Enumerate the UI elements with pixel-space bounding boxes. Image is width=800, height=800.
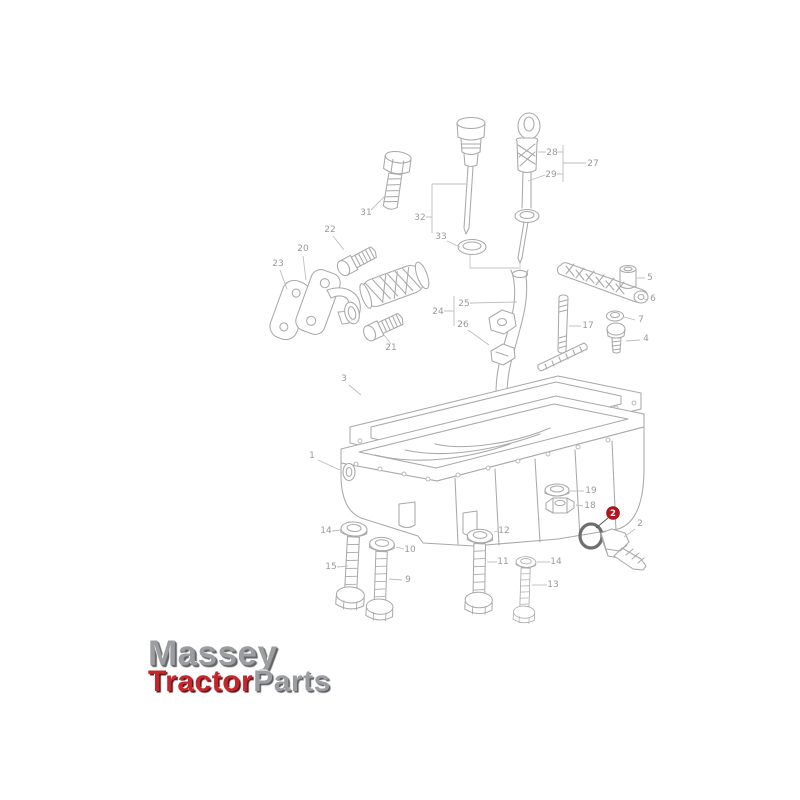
part-number-label: 4 xyxy=(643,334,649,344)
exhaust-elbow-drawing xyxy=(295,269,361,335)
logo-word-massey: Massey xyxy=(148,634,278,673)
oring-33-drawing xyxy=(457,238,487,256)
part-number-label: 22 xyxy=(324,225,335,235)
part-number-label: 27 xyxy=(587,159,598,169)
dipstick-left-drawing xyxy=(456,116,486,235)
flange-bolt-13-drawing xyxy=(512,555,539,625)
strap-drawing xyxy=(556,262,649,304)
leader-line xyxy=(331,529,342,532)
part-number-label: 23 xyxy=(272,259,283,269)
part-number-label: 17 xyxy=(582,321,593,331)
part-number-label: 18 xyxy=(584,501,596,511)
elbow-gasket-drawing xyxy=(269,279,311,341)
part-number-label: 14 xyxy=(320,526,332,536)
part-number-label: 1 xyxy=(309,451,315,461)
part-number-label: 29 xyxy=(545,170,557,180)
logo-word-tractor: Tractor xyxy=(148,665,254,698)
part-number-label: 15 xyxy=(325,562,336,572)
stud-17-drawing xyxy=(557,294,569,354)
leader-line xyxy=(370,196,385,211)
leader-line xyxy=(388,578,403,581)
bolt-21-drawing xyxy=(363,312,404,342)
part-number-label: 26 xyxy=(457,320,469,330)
highlighted-part-badge xyxy=(606,506,620,520)
bolt-4-drawing xyxy=(606,322,626,354)
part-number-label: 14 xyxy=(550,557,562,567)
part-number-label: 19 xyxy=(585,486,597,496)
leader-line xyxy=(575,504,584,507)
leader-line xyxy=(348,384,362,396)
leader-line xyxy=(383,334,392,345)
part-number-label: 25 xyxy=(458,299,469,309)
washer-19-drawing xyxy=(544,483,570,497)
part-number-label: 13 xyxy=(547,580,558,590)
oil-pan-drawing xyxy=(340,395,645,547)
leader-line xyxy=(332,235,345,251)
logo-word-tractorparts: TractorParts xyxy=(148,667,331,697)
tube-bracket-drawing xyxy=(488,309,517,335)
part-number-label: 31 xyxy=(360,208,371,218)
part-number-label: 12 xyxy=(498,526,509,536)
part-number-label: 21 xyxy=(385,343,396,353)
leader-line xyxy=(625,339,641,342)
leader-line xyxy=(395,546,405,550)
leader-line xyxy=(467,329,490,346)
part-number-label: 10 xyxy=(404,545,416,555)
washer-7-drawing xyxy=(605,310,625,322)
part-number-label: 7 xyxy=(638,315,644,325)
stud-8-drawing xyxy=(537,342,588,372)
part-number-label: 11 xyxy=(497,557,508,567)
part-number-label: 5 xyxy=(647,273,653,283)
leader-line xyxy=(317,459,341,471)
drain-plug-drawing xyxy=(600,528,647,571)
part-number-label: 33 xyxy=(435,232,446,242)
leader-line xyxy=(493,530,499,533)
logo-word-parts: Parts xyxy=(253,665,331,698)
leader-line xyxy=(527,174,546,182)
leader-line xyxy=(623,316,636,321)
leader-line xyxy=(279,269,288,290)
flange-bolt-15-drawing xyxy=(334,520,370,612)
hex-bolt-31-drawing xyxy=(382,150,412,210)
leader-line xyxy=(446,240,461,248)
part-number-label: 20 xyxy=(297,244,309,254)
part-number-label: 32 xyxy=(414,213,425,223)
leader-line xyxy=(302,255,307,281)
part-number-label: 24 xyxy=(432,307,444,317)
part-number-label: 9 xyxy=(405,575,411,585)
highlighted-part-number: 2 xyxy=(610,509,616,519)
leader-line xyxy=(643,298,649,301)
part-number-label: 3 xyxy=(341,374,347,384)
spacer-5-drawing xyxy=(619,264,637,290)
leader-line xyxy=(623,528,636,538)
part-number-label: 2 xyxy=(637,519,643,529)
bolt-22-drawing xyxy=(336,246,377,277)
leader-line xyxy=(469,301,518,304)
part-number-label: 6 xyxy=(650,294,656,304)
tube-clamp-drawing xyxy=(490,343,516,366)
ribbed-hose-drawing xyxy=(359,261,430,309)
nut-18-drawing xyxy=(545,497,575,514)
part-number-label: 28 xyxy=(546,148,558,158)
leader-line xyxy=(336,565,349,568)
site-logo: Massey TractorParts xyxy=(148,636,331,697)
dipstick-right-drawing xyxy=(514,112,541,264)
highlight-leader-line xyxy=(595,517,609,529)
